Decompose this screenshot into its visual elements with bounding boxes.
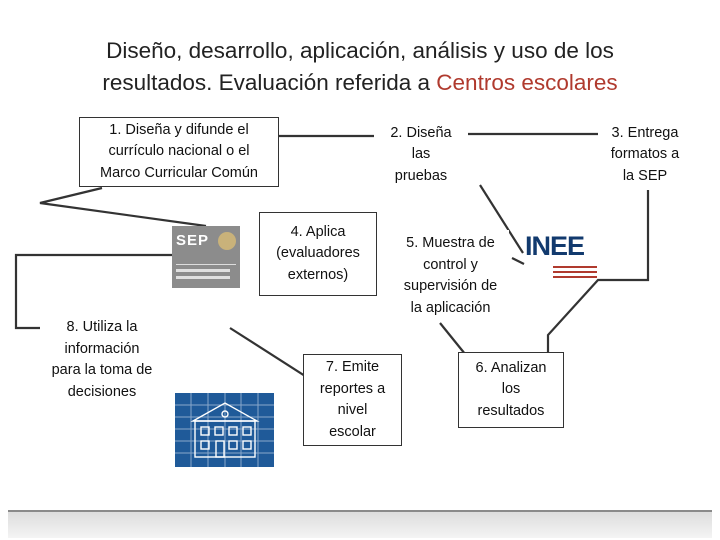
step-8-box: 8. Utiliza la información para la toma d… [40,300,164,420]
footer-bar [8,510,712,538]
step-7-line-3: nivel [337,402,368,418]
step-6-box: 6. Analizan los resultados [458,352,564,428]
school-building-image [175,393,274,467]
title-line-1: Diseño, desarrollo, aplicación, análisis… [106,38,614,63]
title-highlight: Centros escolares [436,70,618,95]
step-8-line-2: información [64,340,140,357]
step-7-line-4: escolar [329,423,376,440]
sep-logo-word: SEP [176,232,210,249]
step-8-line-3: para la toma de [51,362,153,378]
step-5-line-2: control y [423,256,478,273]
step-2-line-1: 2. Diseña [390,124,452,141]
step-4-box: 4. Aplica (evaluadores externos) [259,212,377,296]
step-6-line-3: resultados [477,402,545,419]
step-4-line-3: externos) [287,266,349,283]
connector-3-to-6 [546,186,650,352]
title-line-2: resultados. Evaluación referida a Centro… [0,67,720,99]
step-5-line-3: supervisión de [403,278,498,294]
connector-5-to-inee [511,257,525,265]
sep-logo: SEP [172,226,240,288]
step-3-line-1: 3. Entrega [611,124,679,141]
connector-1-to-4 [39,186,207,228]
step-4-line-2: (evaluadores [276,245,360,262]
step-8-line-1: 8. Utiliza la [66,319,138,335]
step-5-box: 5. Muestra de control y supervisión de l… [392,230,509,322]
step-7-line-2: reportes a [319,380,386,397]
step-3-line-2: formatos a [610,146,680,163]
step-5-line-4: la aplicación [410,299,491,316]
step-4-line-1: 4. Aplica [290,223,346,240]
title-line-2-prefix: resultados. Evaluación referida a [102,70,437,95]
connector-sep-to-8 [14,253,185,330]
inee-logo-word: INEE [525,231,585,261]
step-3-line-3: la SEP [622,167,668,184]
inee-logo-subtitle [553,263,597,278]
eagle-emblem-icon [218,232,236,250]
step-1-line-1: 1. Diseña y difunde el [109,121,249,138]
step-3-box: 3. Entrega formatos a la SEP [598,120,692,190]
connector-2-to-5 [479,184,524,254]
step-1-line-3: Marco Curricular Común [100,164,258,181]
step-6-line-1: 6. Analizan [475,359,547,376]
step-2-line-2: las [411,146,431,163]
connector-4-to-7 [229,327,317,384]
diagram-title: Diseño, desarrollo, aplicación, análisis… [0,35,720,99]
step-1-box: 1. Diseña y difunde el currículo naciona… [79,117,279,187]
step-1-line-2: currículo nacional o el [108,143,250,160]
sep-logo-subtitle [176,264,236,281]
step-2-box: 2. Diseña las pruebas [374,120,468,190]
inee-logo: INEE [523,231,603,281]
step-5-line-1: 5. Muestra de [406,235,495,251]
step-7-box: 7. Emite reportes a nivel escolar [303,354,402,446]
step-8-line-4: decisiones [67,383,137,400]
step-2-line-3: pruebas [394,167,448,184]
step-7-line-1: 7. Emite [325,359,380,375]
step-6-line-2: los [501,381,521,398]
